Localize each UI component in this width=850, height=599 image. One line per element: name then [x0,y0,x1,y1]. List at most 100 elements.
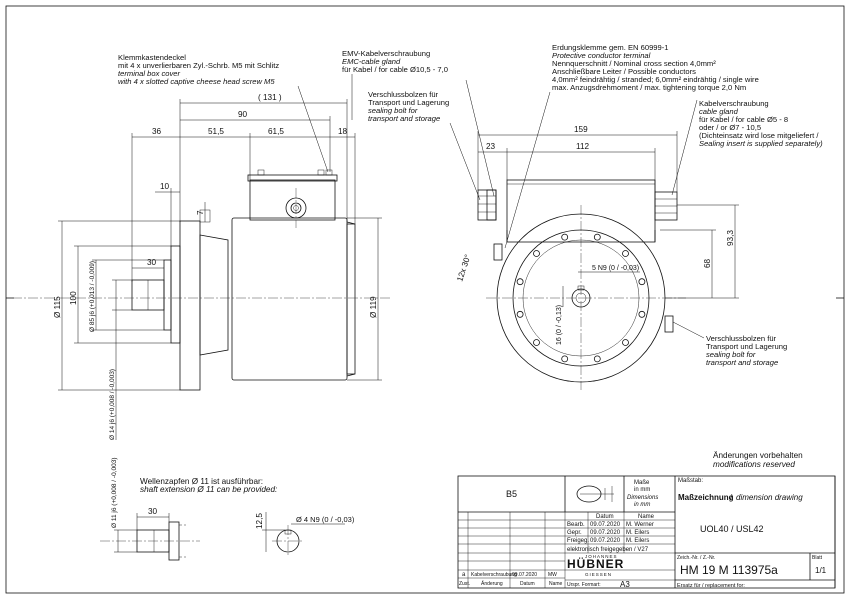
dim-119: Ø 119 [369,296,378,318]
dim-16: 16 (0 / -0,13) [556,305,563,345]
svg-text:M. Eilers: M. Eilers [626,530,649,536]
svg-text:with 4 x slotted captive chees: with 4 x slotted captive cheese head scr… [118,77,275,86]
svg-text:09.07.2020: 09.07.2020 [590,530,621,536]
note-modifications: Änderungen vorbehalten modifications res… [713,450,803,469]
svg-text:EMC-cable gland: EMC-cable gland [342,57,401,66]
note-sealing-bolt-top: Verschlussbolzen für Transport und Lager… [368,79,495,201]
dim-30-shaft: 30 [148,507,158,516]
svg-text:Datum: Datum [596,514,614,520]
side-view [12,169,392,391]
svg-text:EMV-Kabelverschraubung: EMV-Kabelverschraubung [342,49,430,58]
note-cable-gland: Kabelverschraubung cable gland für Kabel… [671,99,823,196]
svg-text:Transport und Lagerung: Transport und Lagerung [368,98,449,107]
dim-36: 36 [152,127,162,136]
svg-text:Nennquerschnitt / Nominal cros: Nennquerschnitt / Nominal cross section … [552,59,716,68]
title-de: Maßzeichnung [678,493,734,502]
front-view [477,179,686,390]
svg-text:Kabelverschraubung: Kabelverschraubung [471,572,517,578]
dim-159: 159 [574,125,588,134]
shaft-detail: Wellenzapfen Ø 11 ist ausführbar: shaft … [100,457,355,561]
dim-23: 23 [486,142,496,151]
dim-5: 5 N9 (0 / -0,03) [592,265,639,272]
svg-text:4,0mm² feindrähtig / stranded;: 4,0mm² feindrähtig / stranded; 6,0mm² ei… [552,75,759,84]
dim-90: 90 [238,110,248,119]
svg-text:Änderungen vorbehalten: Änderungen vorbehalten [713,450,803,460]
svg-text:Klemmkastendeckel: Klemmkastendeckel [118,53,186,62]
note-earth-terminal: Erdungsklemme gem. EN 60999-1 Protective… [504,43,759,249]
bolt-hole [638,278,646,286]
svg-text:Name: Name [638,514,655,520]
svg-text:Zust.: Zust. [459,581,470,587]
bolt-hole [533,250,540,257]
svg-text:MW: MW [548,572,557,578]
side-view-dimensions: ( 131 ) 90 36 51,5 61,5 18 10 7 30 Ø 115… [53,93,382,440]
svg-text:Freigeg.: Freigeg. [567,538,589,544]
svg-text:Maße: Maße [634,480,650,486]
svg-text:(Dichteinsatz wird lose mitgel: (Dichteinsatz wird lose mitgeliefert / [699,131,819,140]
dim-61-5: 61,5 [268,127,284,136]
brand-logo: HÜBNER [567,556,624,571]
svg-text:max. Anzugsdrehmoment / max. t: max. Anzugsdrehmoment / max. tightening … [552,83,746,92]
note-terminal-cover: Klemmkastendeckel mit 4 x unverlierbaren… [118,53,329,173]
svg-text:09.07.2020: 09.07.2020 [512,572,537,578]
dim-93-3: 93,3 [726,230,735,246]
svg-text:für Kabel / for cable Ø10,5 -: für Kabel / for cable Ø10,5 - 7,0 [342,65,448,74]
svg-text:Ersatz für / replacement for:: Ersatz für / replacement for: [677,583,745,589]
bolt-hole [516,310,524,318]
svg-text:GIESSEN: GIESSEN [585,572,612,577]
shaft-note-de: Wellenzapfen Ø 11 ist ausführbar: [140,477,263,486]
svg-text:Verschlussbolzen für: Verschlussbolzen für [368,90,439,99]
svg-text:transport and storage: transport and storage [368,114,440,123]
svg-text:modifications reserved: modifications reserved [713,460,795,469]
svg-text:terminal box cover: terminal box cover [118,69,181,78]
dim-14: Ø 14 j6 (+0,008 / -0,003) [109,369,116,440]
bolt-hole [593,233,601,241]
svg-text:Verschlussbolzen für: Verschlussbolzen für [706,334,777,343]
paper-format: A3 [620,580,630,589]
svg-text:Sealing insert is supplied sep: Sealing insert is supplied separately) [699,139,823,148]
svg-text:Kabelverschraubung: Kabelverschraubung [699,99,769,108]
dim-100: 100 [69,291,78,305]
bolt-hole [638,310,646,318]
release-note: elektronisch freigegeben / V27 [567,547,649,553]
dim-30: 30 [147,258,157,267]
svg-text:Gepr.: Gepr. [567,530,582,536]
svg-text:in mm: in mm [634,502,650,508]
note-sealing-bolt-right: Verschlussbolzen für Transport und Lager… [672,321,787,367]
title-block: B5 Maße in mm Dimensions in mm Maßstab: … [457,475,836,589]
svg-text:oder / or Ø7 - 10,5: oder / or Ø7 - 10,5 [699,123,761,132]
bolt-hole [516,278,524,286]
bolt-hole [561,233,569,241]
dim-18: 18 [338,127,348,136]
bolt-hole [533,339,540,346]
svg-text:Blatt: Blatt [812,555,823,561]
dim-10: 10 [160,182,170,191]
dim-7: 7 [196,210,205,215]
svg-text:Urspr. Formart:: Urspr. Formart: [567,582,601,588]
dim-112: 112 [576,142,589,151]
svg-text:Änderung: Änderung [481,580,503,587]
svg-text:Datum: Datum [520,581,535,587]
dim-11: Ø 11 j6 (+0,008 / -0,003) [111,457,118,528]
svg-text:sealing bolt for: sealing bolt for [706,350,756,359]
svg-text:cable gland: cable gland [699,107,739,116]
dim-12-5: 12,5 [255,513,264,529]
sheet-border [5,5,845,594]
bolt-hole [561,355,569,363]
note-emv-gland: EMV-Kabelverschraubung EMC-cable gland f… [342,49,448,120]
svg-text:JOHANNES: JOHANNES [585,554,618,559]
svg-text:Protective conductor terminal: Protective conductor terminal [552,51,651,60]
sheet-number: 1/1 [815,566,827,575]
svg-text:M. Werner: M. Werner [626,522,654,528]
svg-text:Erdungsklemme gem. EN 60999-1: Erdungsklemme gem. EN 60999-1 [552,43,669,52]
svg-text:sealing bolt for: sealing bolt for [368,106,418,115]
shaft-note-en: shaft extension Ø 11 can be provided: [140,485,277,494]
svg-text:09.07.2020: 09.07.2020 [590,538,621,544]
dim-51-5: 51,5 [208,127,224,136]
svg-text:Name: Name [549,581,563,587]
svg-text:Anschließbare Leiter / Possibl: Anschließbare Leiter / Possible conducto… [552,67,696,76]
scale-label: Maßstab: [678,478,703,484]
dim-115: Ø 115 [53,296,62,318]
svg-text:09.07.2020: 09.07.2020 [590,522,621,528]
